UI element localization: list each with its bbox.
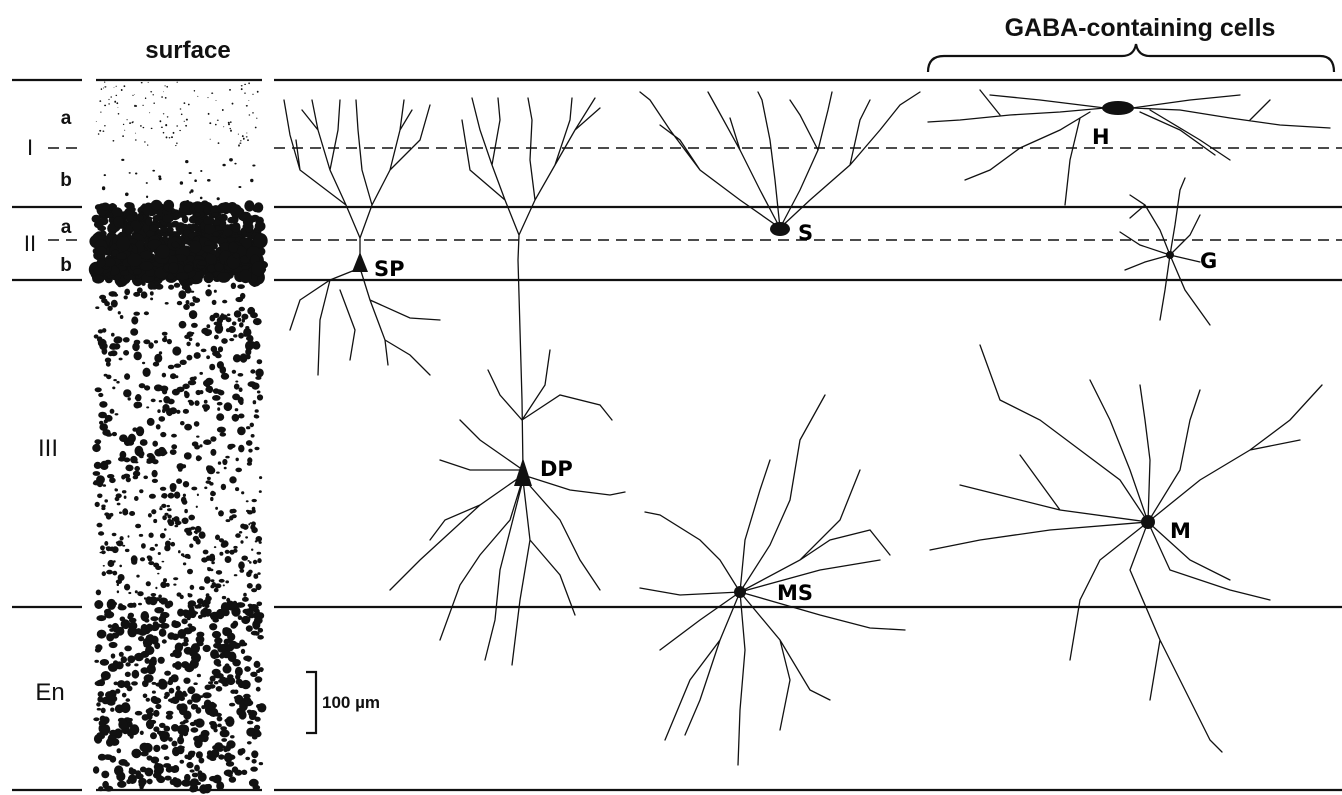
neuron-dp: DP	[390, 98, 625, 665]
neuron-ms: MS	[640, 395, 905, 765]
layer-i-sublabel-b: b	[60, 170, 72, 191]
cell-label-m: M	[1170, 519, 1191, 543]
scale-bar-label: 100 µm	[322, 693, 380, 712]
layer-ii-sublabel-b: b	[60, 255, 72, 276]
layer-label-i: I	[27, 135, 33, 160]
neurons: SP DP S MS H	[284, 90, 1330, 765]
gaba-group-bracket	[928, 44, 1334, 72]
layer-i-sublabel-a: a	[61, 108, 72, 129]
scale-bar	[306, 672, 316, 733]
gaba-group-title: GABA-containing cells	[1005, 14, 1276, 42]
surface-title: surface	[145, 37, 230, 64]
neuron-sp: SP	[284, 100, 440, 375]
cell-label-s: S	[798, 221, 813, 245]
cell-label-dp: DP	[540, 457, 573, 481]
layer-label-en: En	[35, 679, 64, 706]
cell-label-h: H	[1092, 125, 1110, 149]
neuron-m: M	[930, 345, 1322, 752]
cell-label-ms: MS	[777, 581, 813, 605]
cell-label-sp: SP	[374, 257, 405, 281]
cell-density-column	[89, 82, 268, 794]
cell-label-g: G	[1200, 249, 1217, 273]
layer-ii-sublabel-a: a	[61, 217, 72, 238]
neuron-g: G	[1120, 178, 1217, 325]
neuron-s: S	[640, 92, 920, 245]
layer-label-iii: III	[38, 435, 58, 462]
layer-label-ii: II	[24, 231, 36, 256]
